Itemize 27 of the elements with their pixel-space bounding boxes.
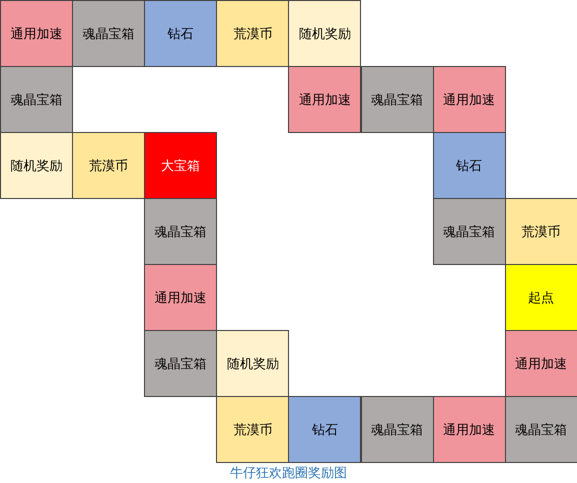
board-cell: 魂晶宝箱 — [432, 198, 506, 265]
board-cell: 魂晶宝箱 — [360, 396, 434, 463]
board-cell: 通用加速 — [288, 66, 362, 133]
board-cell: 通用加速 — [432, 396, 506, 463]
board-cell: 起点 — [504, 264, 577, 331]
board-cell: 随机奖励 — [0, 132, 74, 199]
board-cell: 随机奖励 — [288, 0, 362, 67]
board-cell: 魂晶宝箱 — [360, 66, 434, 133]
board-cell: 钻石 — [144, 0, 218, 67]
board-cell: 通用加速 — [432, 66, 506, 133]
board-cell: 钻石 — [432, 132, 506, 199]
board-cell: 荒漠币 — [72, 132, 146, 199]
board-cell: 通用加速 — [504, 330, 577, 397]
board-cell: 荒漠币 — [504, 198, 577, 265]
board-cell: 魂晶宝箱 — [0, 66, 74, 133]
board-cell: 随机奖励 — [216, 330, 290, 397]
board-cell: 通用加速 — [144, 264, 218, 331]
board-cell: 钻石 — [288, 396, 362, 463]
board-cell: 魂晶宝箱 — [144, 330, 218, 397]
board-cell: 魂晶宝箱 — [504, 396, 577, 463]
board-cell: 荒漠币 — [216, 0, 290, 67]
board-cell: 魂晶宝箱 — [144, 198, 218, 265]
board-cell: 魂晶宝箱 — [72, 0, 146, 67]
board-cell: 通用加速 — [0, 0, 74, 67]
board-cell: 大宝箱 — [144, 132, 218, 199]
caption: 牛仔狂欢跑圈奖励图 — [229, 465, 348, 482]
board-cell: 荒漠币 — [216, 396, 290, 463]
